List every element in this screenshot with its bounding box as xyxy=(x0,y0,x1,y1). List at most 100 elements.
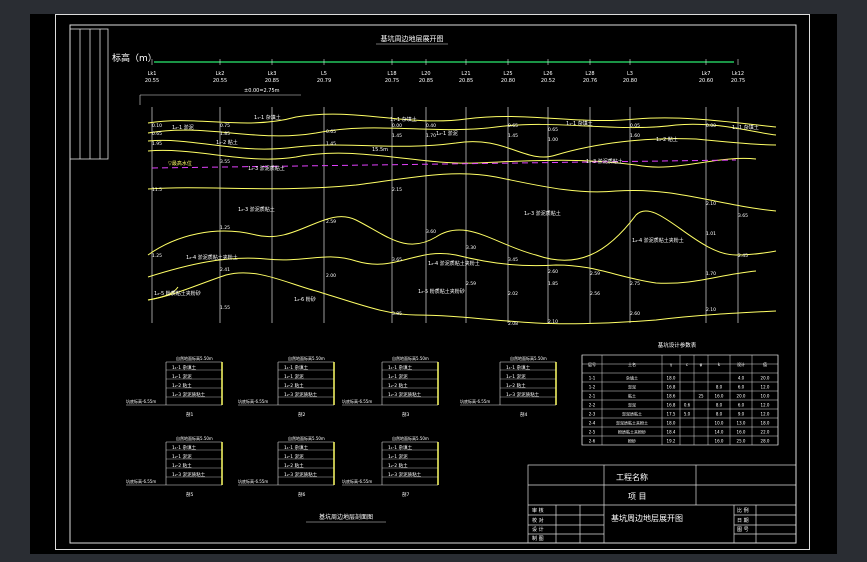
svg-text:3.60: 3.60 xyxy=(426,229,436,235)
svg-text:0.65: 0.65 xyxy=(548,127,558,133)
svg-text:2.02: 2.02 xyxy=(508,291,518,297)
svg-text:比 例: 比 例 xyxy=(737,507,749,514)
svg-text:1₂-3 淤泥质粘土: 1₂-3 淤泥质粘土 xyxy=(388,471,422,478)
layer-label: 1₂-1 淤泥 xyxy=(172,124,194,131)
station-id: L18 xyxy=(387,71,396,77)
svg-text:1.45: 1.45 xyxy=(326,141,336,147)
table-header: 设计 xyxy=(737,361,745,367)
station-elev: 20.85 xyxy=(265,78,279,84)
svg-text:0.65: 0.65 xyxy=(152,131,162,137)
station-elev: 20.52 xyxy=(541,78,555,84)
svg-text:1₂-1 淤泥: 1₂-1 淤泥 xyxy=(172,453,192,460)
inner-frame xyxy=(69,24,797,544)
svg-text:1₁-1 杂填土: 1₁-1 杂填土 xyxy=(284,364,309,371)
svg-text:坑底标高-6.55m: 坑底标高-6.55m xyxy=(342,398,372,404)
svg-text:1₂-3 淤泥质粘土: 1₂-3 淤泥质粘土 xyxy=(388,391,422,398)
table-cell: 18.6 xyxy=(667,394,676,399)
table-header: k xyxy=(718,362,721,367)
table-cell: 6.0 xyxy=(738,385,745,390)
svg-text:2.60: 2.60 xyxy=(630,311,640,317)
drawing-canvas[interactable]: 基坑周边地层展开图 标高（m） Lk120.55Lk220.55Lk320.85… xyxy=(56,15,811,551)
table-header: c xyxy=(686,362,688,367)
station-elev: 20.85 xyxy=(419,78,433,84)
project-name-label: 工程名称 xyxy=(616,472,648,482)
cad-status-bar xyxy=(0,554,867,562)
svg-text:1₂-2 粘土: 1₂-2 粘土 xyxy=(172,382,192,389)
svg-text:1₂-2 粘土: 1₂-2 粘土 xyxy=(284,462,304,469)
title-block-rows: 审 核 校 对 设 计 制 图 比 例 日 期 图 号 xyxy=(532,507,749,542)
table-header: γ xyxy=(670,362,673,367)
station-id: L5 xyxy=(321,71,327,77)
table-cell: 2-5 xyxy=(589,430,596,435)
table-cell: 10.0 xyxy=(761,394,770,399)
svg-text:剖1: 剖1 xyxy=(186,411,193,418)
svg-text:2.59: 2.59 xyxy=(326,219,336,225)
station-elev: 20.75 xyxy=(385,78,399,84)
layer-label: 1₂-5 粉质粘土夹粉砂 xyxy=(154,290,201,297)
table-header: 值 xyxy=(763,361,767,367)
table-cell: 28.0 xyxy=(761,439,770,444)
table-cell: 2-4 xyxy=(589,421,596,426)
table-cell: 16.0 xyxy=(737,430,746,435)
item-label: 项 目 xyxy=(628,492,647,501)
water-level-label: ▽最高水位 xyxy=(168,160,192,167)
svg-text:1.00: 1.00 xyxy=(548,137,558,143)
layer-boundaries xyxy=(147,113,777,325)
station-id: L3 xyxy=(627,71,633,77)
table-cell: 16.0 xyxy=(715,394,724,399)
layer-label: 1₂-3 淤泥质粘土 xyxy=(248,165,285,172)
station-id: Lk12 xyxy=(732,71,744,77)
table-cell: 25 xyxy=(698,394,704,399)
table-cell: 18.0 xyxy=(761,421,770,426)
svg-text:1₂-2 粘土: 1₂-2 粘土 xyxy=(506,382,526,389)
drawing-name: 基坑周边地层展开图 xyxy=(611,513,683,523)
table-cell: 16.8 xyxy=(667,385,676,390)
svg-text:1.70: 1.70 xyxy=(706,271,716,277)
table-cell: 淤泥 xyxy=(628,384,636,390)
station-elev: 20.60 xyxy=(699,78,713,84)
svg-text:1.01: 1.01 xyxy=(706,231,716,237)
station-id: L25 xyxy=(503,71,512,77)
table-cell: 16.8 xyxy=(667,403,676,408)
table-cell: 淤泥质粘土夹粉土 xyxy=(616,420,648,426)
svg-text:1.70: 1.70 xyxy=(426,133,436,139)
svg-text:1₂-2 粘土: 1₂-2 粘土 xyxy=(284,382,304,389)
layer-label: 1₂-2 粘土 xyxy=(656,136,678,143)
svg-text:坑底标高-6.55m: 坑底标高-6.55m xyxy=(238,478,268,484)
svg-text:剖4: 剖4 xyxy=(520,411,527,418)
table-cell: 2-1 xyxy=(589,394,596,399)
table-cell: 粉砂 xyxy=(628,438,636,444)
svg-text:0.00: 0.00 xyxy=(392,123,402,129)
svg-text:3.85: 3.85 xyxy=(392,311,402,317)
title-block xyxy=(527,464,797,544)
svg-text:1₂-1 淤泥: 1₂-1 淤泥 xyxy=(388,453,408,460)
layer-label: 1₂-6 粉砂 xyxy=(294,296,316,303)
table-cell: 1-1 xyxy=(589,376,596,381)
station-id: Lk3 xyxy=(268,71,277,77)
table-cell: 17.5 xyxy=(667,412,676,417)
station-id: L28 xyxy=(585,71,594,77)
svg-text:1₁-1 杂填土: 1₁-1 杂填土 xyxy=(172,444,197,451)
layer-label: 1₁-1 杂填土 xyxy=(566,120,593,127)
svg-text:2.75: 2.75 xyxy=(630,281,640,287)
station-ticks: Lk120.55Lk220.55Lk320.85L520.79L1820.75L… xyxy=(145,59,745,84)
table-cell: 粘土 xyxy=(628,393,636,399)
svg-text:自然地面标高5.50m: 自然地面标高5.50m xyxy=(176,355,213,361)
svg-text:坑底标高-6.55m: 坑底标高-6.55m xyxy=(460,398,490,404)
svg-text:剖6: 剖6 xyxy=(298,491,305,498)
svg-text:1.85: 1.85 xyxy=(548,281,558,287)
water-level-line xyxy=(151,159,737,169)
svg-text:2.08: 2.08 xyxy=(508,321,518,327)
svg-text:图 号: 图 号 xyxy=(737,527,749,533)
svg-text:坑底标高-6.55m: 坑底标高-6.55m xyxy=(342,478,372,484)
svg-text:1₁-1 杂填土: 1₁-1 杂填土 xyxy=(284,444,309,451)
svg-text:0.10: 0.10 xyxy=(152,123,162,129)
svg-text:2.59: 2.59 xyxy=(590,271,600,277)
station-id: Lk7 xyxy=(702,71,711,77)
layer-label: 1₂-3 淤泥质粘土 xyxy=(238,206,275,213)
borehole-lines xyxy=(151,107,739,323)
